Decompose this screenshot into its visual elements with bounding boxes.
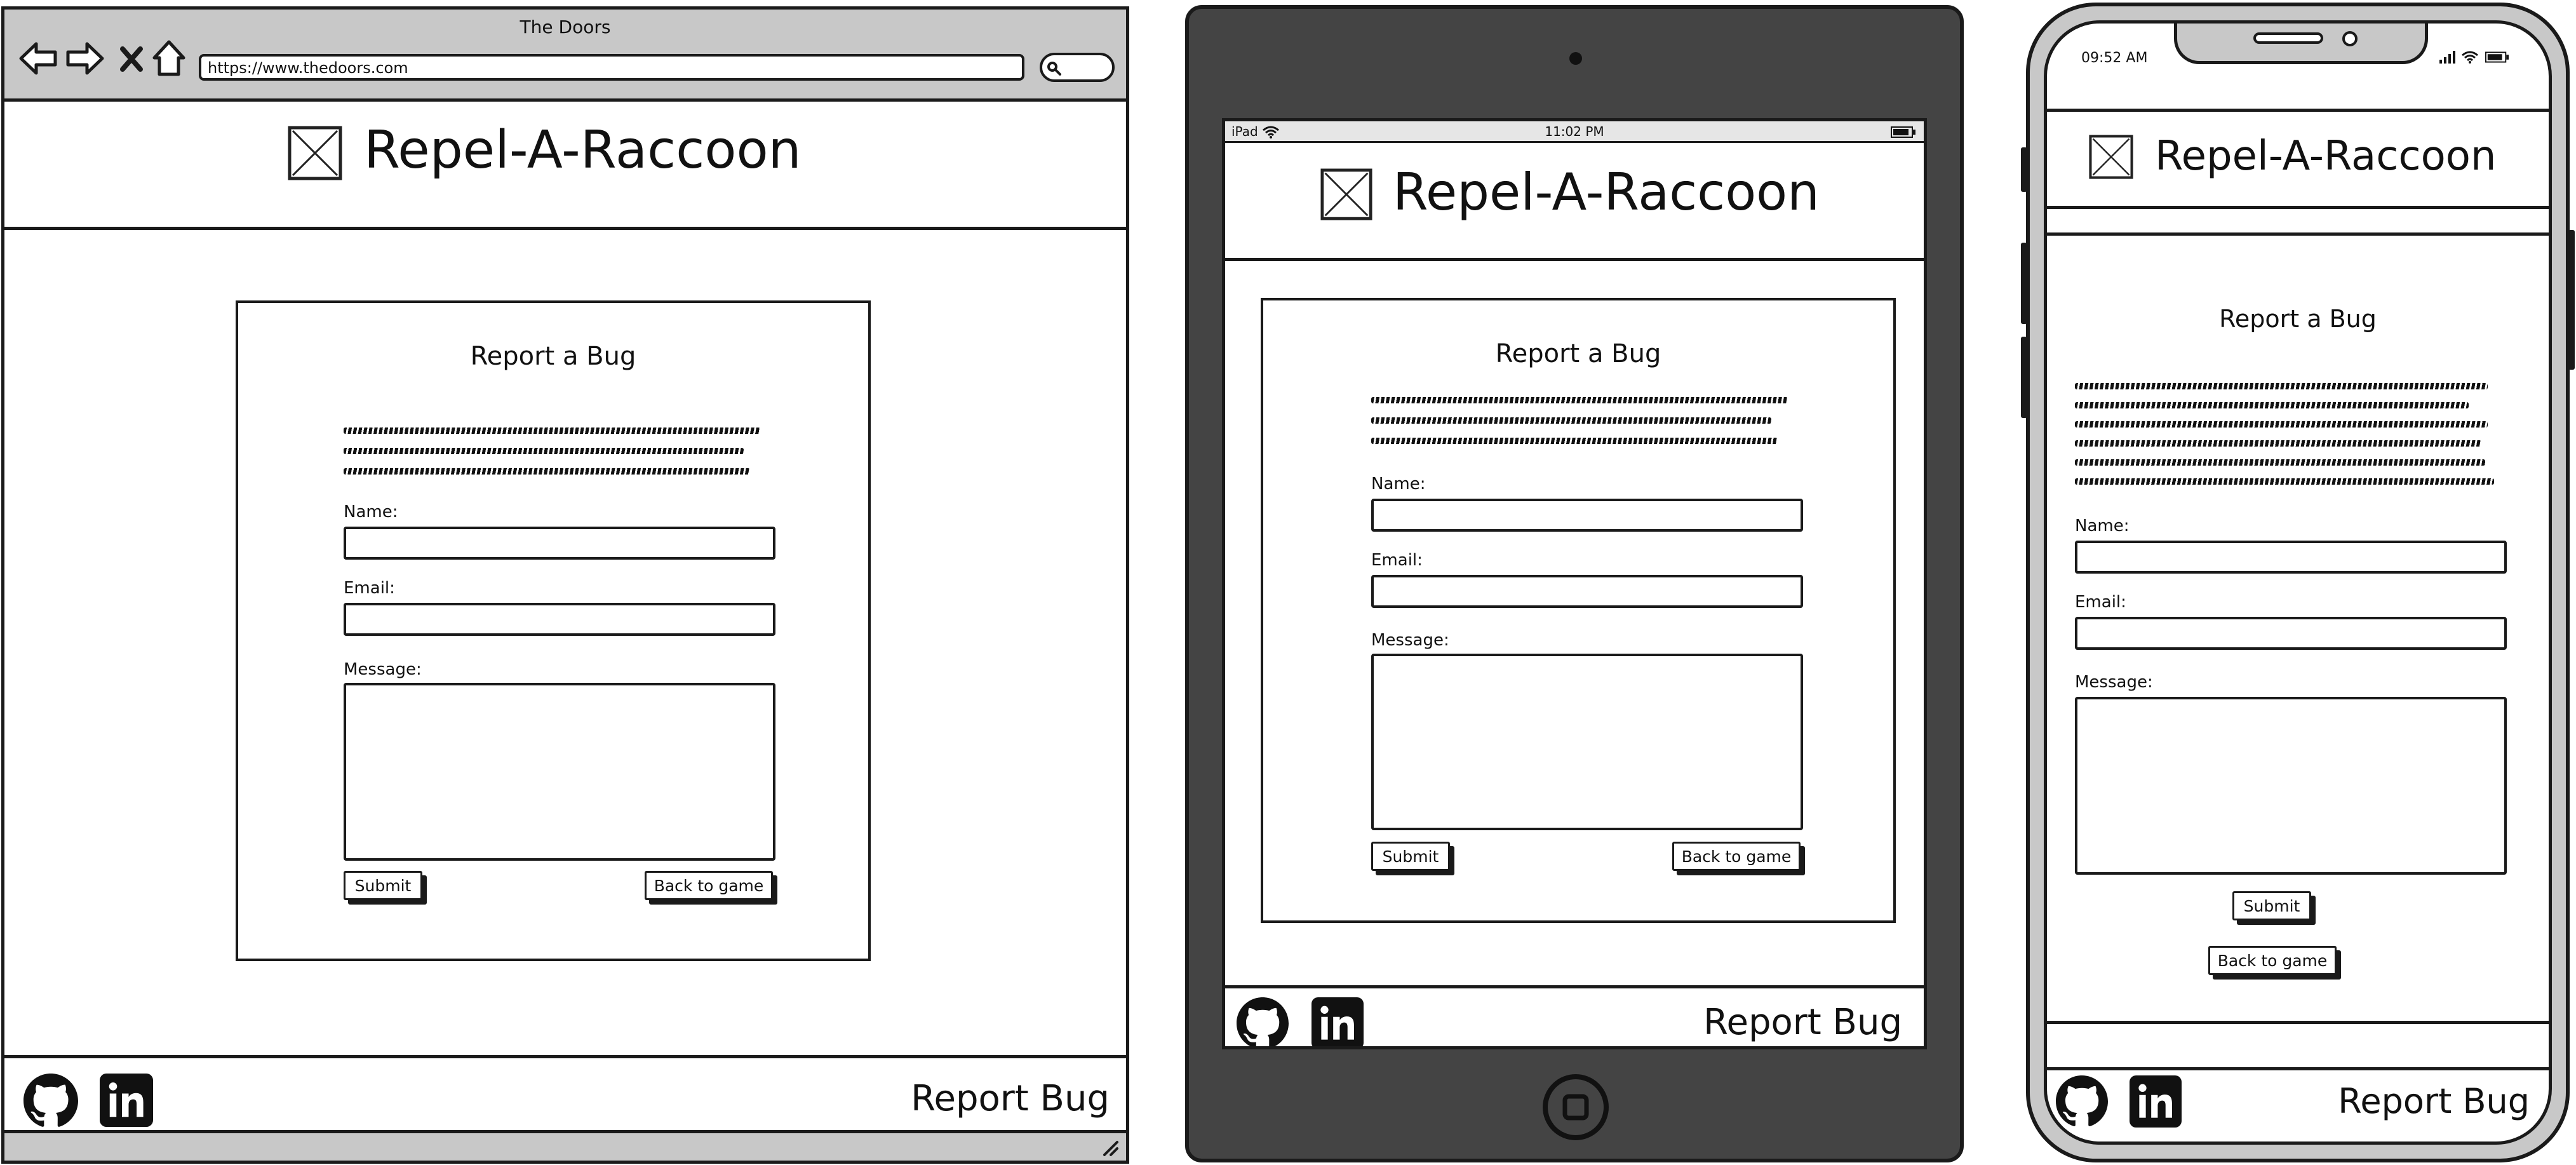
tablet-linkedin-icon[interactable] <box>1311 997 1364 1049</box>
site-footer: Report Bug <box>4 1055 1126 1136</box>
tablet-home-button-icon[interactable] <box>1542 1074 1609 1141</box>
url-bar[interactable]: https://www.thedoors.com <box>199 54 1024 81</box>
tablet-logo-image-placeholder <box>1320 168 1372 220</box>
battery-icon <box>1891 126 1915 138</box>
phone-footer-divider <box>2047 1021 2549 1070</box>
phone-description-text-line <box>2075 459 2485 466</box>
phone-description-text-line <box>2075 383 2488 389</box>
tablet-site-brand-title[interactable]: Repel-A-Raccoon <box>1393 163 1820 222</box>
tablet-report-bug-card: Report a Bug Name: Email: Message: Submi… <box>1261 298 1896 923</box>
phone-description-text-line <box>2075 421 2488 428</box>
phone-notch <box>2174 24 2428 64</box>
phone-submit-button[interactable]: Submit <box>2232 891 2311 920</box>
phone-description-text-line <box>2075 440 2481 447</box>
phone-email-field[interactable] <box>2075 617 2507 650</box>
browser-status-bar <box>4 1130 1126 1161</box>
email-label: Email: <box>344 579 395 598</box>
phone-email-label: Email: <box>2075 593 2126 612</box>
site-header: Repel-A-Raccoon <box>4 102 1126 230</box>
github-icon[interactable] <box>23 1074 78 1128</box>
tablet-submit-button[interactable]: Submit <box>1371 842 1450 871</box>
phone-volume-down-button[interactable] <box>2021 337 2027 418</box>
back-arrow-icon[interactable] <box>18 40 58 77</box>
phone-speaker <box>2253 32 2323 44</box>
browser-window-title: The Doors <box>520 17 611 37</box>
phone-site-footer: Report Bug <box>2047 1070 2549 1141</box>
resize-grip-icon[interactable] <box>1101 1138 1121 1157</box>
phone-description-text-line <box>2075 402 2469 408</box>
phone-screen: 09:52 AM Repel-A-Raccoon Report a Bug <box>2044 20 2552 1145</box>
tablet-message-label: Message: <box>1371 631 1449 650</box>
description-text-line <box>344 468 750 475</box>
tablet-site-footer: Report Bug <box>1225 985 1924 1049</box>
tablet-site-header: Repel-A-Raccoon <box>1225 143 1924 261</box>
tablet-email-label: Email: <box>1371 551 1423 570</box>
tablet-screen: iPad 11:02 PM Repel-A-Raccoon Report a B… <box>1222 118 1927 1049</box>
stop-icon[interactable] <box>119 45 144 73</box>
phone-wifi-icon <box>2462 51 2478 64</box>
tablet-back-to-game-button[interactable]: Back to game <box>1672 842 1801 871</box>
tablet-description-text-line <box>1371 417 1771 424</box>
phone-status-time: 09:52 AM <box>2081 50 2148 66</box>
phone-header-divider <box>2047 206 2549 234</box>
tablet-status-time: 11:02 PM <box>1545 124 1604 139</box>
phone-site-header: Repel-A-Raccoon <box>2047 109 2549 236</box>
message-label: Message: <box>344 660 422 679</box>
url-text: https://www.thedoors.com <box>208 59 408 77</box>
report-bug-card: Report a Bug Name: Email: Message: Submi… <box>236 300 871 961</box>
desktop-browser-window: The Doors https://www.thedoors.com R <box>1 6 1129 1164</box>
tablet-description-text-line <box>1371 397 1788 403</box>
cell-signal-icon <box>2439 51 2455 64</box>
home-icon[interactable] <box>152 39 186 78</box>
phone-description-text-line <box>2075 478 2494 485</box>
linkedin-icon[interactable] <box>100 1074 153 1127</box>
footer-report-bug-link[interactable]: Report Bug <box>911 1078 1110 1119</box>
site-brand-title[interactable]: Repel-A-Raccoon <box>364 120 802 180</box>
email-field[interactable] <box>344 603 775 636</box>
tablet-status-device: iPad <box>1231 124 1258 139</box>
phone-linkedin-icon[interactable] <box>2130 1075 2182 1128</box>
phone-message-field[interactable] <box>2075 697 2507 875</box>
message-field[interactable] <box>344 683 775 861</box>
phone-power-button[interactable] <box>2568 230 2575 370</box>
tablet-message-field[interactable] <box>1371 654 1803 830</box>
phone-side-button[interactable] <box>2021 147 2027 192</box>
tablet-form-title: Report a Bug <box>1495 339 1661 368</box>
name-field[interactable] <box>344 527 775 560</box>
phone-logo-image-placeholder <box>2089 135 2133 179</box>
search-icon <box>1047 62 1061 76</box>
browser-toolbar: The Doors https://www.thedoors.com <box>4 10 1126 102</box>
phone-message-label: Message: <box>2075 673 2153 692</box>
phone-github-icon[interactable] <box>2056 1075 2108 1128</box>
tablet-footer-report-bug-link[interactable]: Report Bug <box>1703 1002 1902 1043</box>
search-box[interactable] <box>1040 53 1115 82</box>
logo-image-placeholder <box>288 126 342 180</box>
phone-footer-report-bug-link[interactable]: Report Bug <box>2338 1081 2530 1121</box>
name-label: Name: <box>344 502 398 522</box>
phone-name-field[interactable] <box>2075 541 2507 574</box>
tablet-name-field[interactable] <box>1371 499 1803 532</box>
phone-back-to-game-button[interactable]: Back to game <box>2208 946 2337 975</box>
description-text-line <box>344 428 760 434</box>
description-text-line <box>344 448 744 454</box>
phone-name-label: Name: <box>2075 516 2130 535</box>
tablet-description-text-line <box>1371 438 1778 444</box>
phone-battery-icon <box>2485 51 2509 63</box>
forward-arrow-icon[interactable] <box>65 40 105 77</box>
submit-button[interactable]: Submit <box>344 871 422 900</box>
back-to-game-button[interactable]: Back to game <box>645 871 773 900</box>
tablet-status-bar: iPad 11:02 PM <box>1225 121 1924 143</box>
phone-site-brand-title[interactable]: Repel-A-Raccoon <box>2155 133 2497 180</box>
tablet-email-field[interactable] <box>1371 575 1803 608</box>
tablet-github-icon[interactable] <box>1237 997 1289 1049</box>
phone-device-frame: 09:52 AM Repel-A-Raccoon Report a Bug <box>2021 3 2575 1162</box>
form-title: Report a Bug <box>470 342 636 371</box>
phone-form-title: Report a Bug <box>2219 305 2377 333</box>
wifi-icon <box>1263 126 1279 138</box>
tablet-device-frame: iPad 11:02 PM Repel-A-Raccoon Report a B… <box>1185 5 1964 1162</box>
tablet-name-label: Name: <box>1371 475 1426 494</box>
tablet-camera-icon <box>1569 52 1582 65</box>
phone-front-camera <box>2342 31 2358 46</box>
phone-volume-up-button[interactable] <box>2021 243 2027 324</box>
